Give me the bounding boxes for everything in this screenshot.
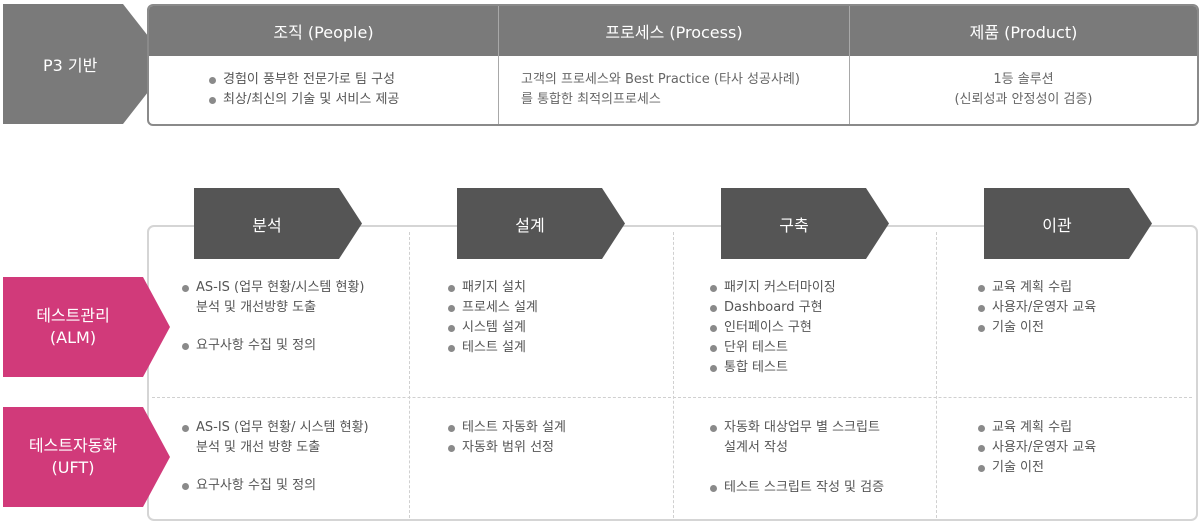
p3-product-line: 1등 솔루션	[993, 72, 1054, 87]
list-item: 테스트 스크립트 작성 및 검증	[706, 478, 951, 498]
row-label-line: 테스트자동화	[28, 436, 118, 455]
p3-box: 조직 (People) 경험이 풍부한 전문가로 팀 구성 최상/최신의 기술 …	[147, 4, 1199, 126]
phase-tab-label: 분석	[252, 215, 282, 235]
list-item: 경험이 풍부한 전문가로 팀 구성	[205, 70, 498, 90]
row-label-line: 테스트관리	[36, 306, 110, 325]
column-divider	[673, 232, 674, 518]
cell-alm-design: 패키지 설치 프로세스 설계 시스템 설계 테스트 설계	[444, 278, 689, 358]
phase-tab-transition: 이관	[984, 188, 1152, 259]
list-item: 기술 이전	[974, 318, 1189, 338]
list-item: 패키지 커스터마이징	[706, 278, 951, 298]
list-item: 인터페이스 구현	[706, 318, 951, 338]
p3-column-title: 프로세스 (Process)	[605, 23, 743, 42]
phase-tab-label: 구축	[779, 215, 809, 235]
cell-uft-design: 테스트 자동화 설계 자동화 범위 선정	[444, 418, 689, 458]
row-label-line: (UFT)	[51, 458, 95, 477]
cell-uft-transition: 교육 계획 수립 사용자/운영자 교육 기술 이전	[974, 418, 1189, 478]
list-item-line: AS-IS (업무 현황/시스템 현황) 분석 및 개선방향 도출	[196, 280, 365, 315]
list-item: 교육 계획 수립	[974, 418, 1189, 438]
phase-matrix-box	[147, 225, 1198, 521]
list-item-line: 자동화 대상업무 별 스크립트 설계서 작성	[724, 420, 880, 455]
cell-alm-analysis: AS-IS (업무 현황/시스템 현황) 분석 및 개선방향 도출 요구사항 수…	[178, 278, 423, 356]
cell-uft-analysis: AS-IS (업무 현황/ 시스템 현황) 분석 및 개선 방향 도출 요구사항…	[178, 418, 423, 496]
row-divider	[152, 397, 1192, 398]
list-item: 기술 이전	[974, 458, 1189, 478]
list-item: AS-IS (업무 현황/시스템 현황) 분석 및 개선방향 도출	[178, 278, 423, 318]
p3-header-bar	[149, 6, 1197, 56]
phase-tab-label: 설계	[515, 215, 545, 235]
row-label-alm: 테스트관리 (ALM)	[3, 277, 170, 377]
column-divider	[936, 232, 937, 518]
cell-alm-transition: 교육 계획 수립 사용자/운영자 교육 기술 이전	[974, 278, 1189, 338]
list-item: 프로세스 설계	[444, 298, 689, 318]
list-item-line: AS-IS (업무 현황/ 시스템 현황) 분석 및 개선 방향 도출	[196, 420, 369, 455]
p3-column-product: 제품 (Product) 1등 솔루션 (신뢰성과 안정성이 검증)	[849, 6, 1197, 124]
list-item: 시스템 설계	[444, 318, 689, 338]
p3-column-title: 제품 (Product)	[969, 23, 1078, 42]
phase-tab-analysis: 분석	[194, 188, 362, 259]
list-item: Dashboard 구현	[706, 298, 951, 318]
phase-tab-label: 이관	[1042, 215, 1072, 235]
list-item: 자동화 범위 선정	[444, 438, 689, 458]
list-item: 요구사항 수집 및 정의	[178, 336, 423, 356]
list-item: 요구사항 수집 및 정의	[178, 476, 423, 496]
p3-label: P3 기반	[3, 4, 170, 124]
p3-column-process: 프로세스 (Process) 고객의 프로세스와 Best Practice (…	[498, 6, 849, 124]
list-item: AS-IS (업무 현황/ 시스템 현황) 분석 및 개선 방향 도출	[178, 418, 423, 458]
list-item: 사용자/운영자 교육	[974, 438, 1189, 458]
p3-column-people: 조직 (People) 경험이 풍부한 전문가로 팀 구성 최상/최신의 기술 …	[149, 6, 498, 124]
list-item: 단위 테스트	[706, 338, 951, 358]
list-item: 테스트 설계	[444, 338, 689, 358]
row-label-uft: 테스트자동화 (UFT)	[3, 407, 170, 507]
p3-people-list: 경험이 풍부한 전문가로 팀 구성 최상/최신의 기술 및 서비스 제공	[205, 70, 498, 110]
list-item: 자동화 대상업무 별 스크립트 설계서 작성	[706, 418, 951, 458]
list-item: 교육 계획 수립	[974, 278, 1189, 298]
phase-tab-design: 설계	[457, 188, 625, 259]
p3-process-line: 를 통합한 최적의프로세스	[521, 92, 661, 107]
list-item: 사용자/운영자 교육	[974, 298, 1189, 318]
p3-label-text: P3 기반	[43, 56, 98, 75]
list-item: 통합 테스트	[706, 358, 951, 378]
p3-column-title: 조직 (People)	[273, 23, 374, 42]
phase-tab-build: 구축	[721, 188, 889, 259]
p3-product-line: (신뢰성과 안정성이 검증)	[954, 92, 1093, 107]
list-item: 최상/최신의 기술 및 서비스 제공	[205, 90, 498, 110]
cell-uft-build: 자동화 대상업무 별 스크립트 설계서 작성 테스트 스크립트 작성 및 검증	[706, 418, 951, 498]
row-label-line: (ALM)	[49, 328, 97, 347]
list-item: 테스트 자동화 설계	[444, 418, 689, 438]
list-item: 패키지 설치	[444, 278, 689, 298]
cell-alm-build: 패키지 커스터마이징 Dashboard 구현 인터페이스 구현 단위 테스트 …	[706, 278, 951, 378]
p3-process-line: 고객의 프로세스와 Best Practice (타사 성공사례)	[521, 72, 800, 87]
column-divider	[409, 232, 410, 518]
